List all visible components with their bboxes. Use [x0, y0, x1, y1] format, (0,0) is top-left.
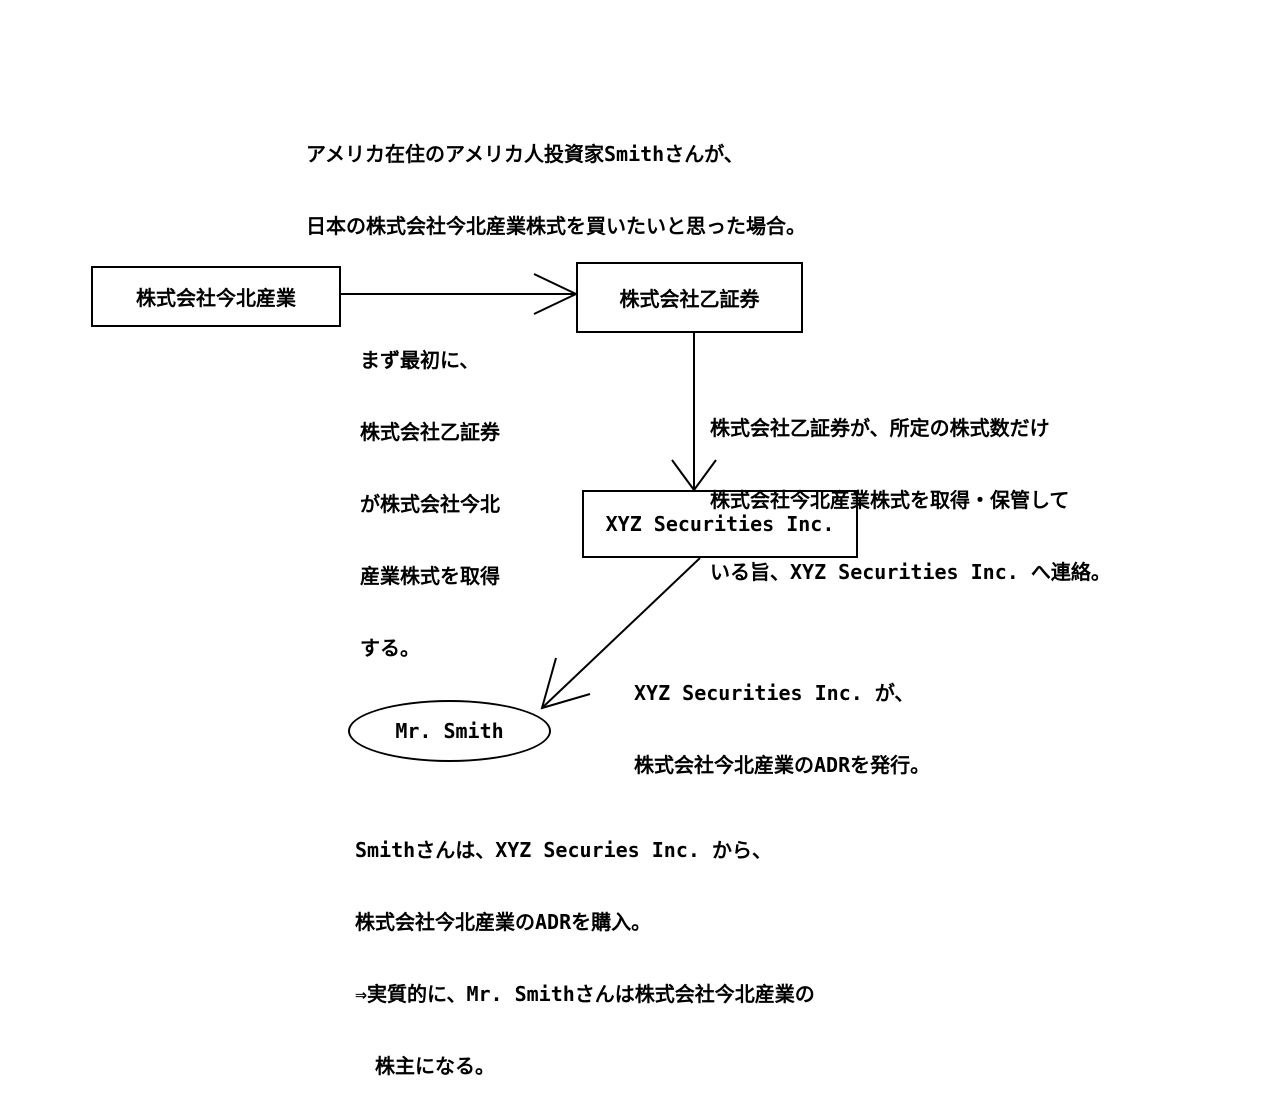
node-issuer-label: 株式会社今北産業: [136, 286, 296, 310]
node-issuer: 株式会社今北産業: [91, 266, 341, 327]
node-investor: Mr. Smith: [348, 700, 551, 762]
step3-line: XYZ Securities Inc. が、: [634, 681, 915, 705]
flow-arrows: [340, 273, 717, 710]
diagram-title: アメリカ在住のアメリカ人投資家Smithさんが、 日本の株式会社今北産業株式を買…: [306, 94, 806, 262]
step2-line: 株式会社今北産業株式を取得・保管して: [710, 488, 1070, 512]
conclusion-line: Smithさんは、XYZ Securies Inc. から、: [355, 838, 772, 862]
step1-line: が株式会社今北: [360, 492, 500, 516]
title-line: アメリカ在住のアメリカ人投資家Smithさんが、: [306, 142, 744, 166]
step1-line: まず最初に、: [360, 348, 480, 372]
arrow-depositary-to-investor: [541, 557, 701, 709]
step1-line: 産業株式を取得: [360, 564, 500, 588]
conclusion-line: 株主になる。: [355, 1054, 495, 1078]
conclusion-text: Smithさんは、XYZ Securies Inc. から、 株式会社今北産業の…: [355, 790, 815, 1102]
step2-line: いる旨、XYZ Securities Inc. へ連絡。: [710, 560, 1111, 584]
conclusion-line: 株式会社今北産業のADRを購入。: [355, 910, 652, 934]
node-investor-label: Mr. Smith: [395, 719, 504, 743]
node-depositary-label: XYZ Securities Inc.: [605, 512, 835, 536]
node-securities-firm-label: 株式会社乙証券: [619, 287, 760, 311]
step2-annotation: 株式会社乙証券が、所定の株式数だけ 株式会社今北産業株式を取得・保管して いる旨…: [710, 368, 1111, 608]
step1-line: 株式会社乙証券: [360, 420, 500, 444]
title-line: 日本の株式会社今北産業株式を買いたいと思った場合。: [306, 214, 806, 238]
node-depositary: XYZ Securities Inc.: [582, 490, 858, 558]
node-securities-firm: 株式会社乙証券: [576, 262, 803, 333]
step3-line: 株式会社今北産業のADRを発行。: [634, 753, 931, 777]
step1-line: する。: [360, 636, 420, 660]
step2-line: 株式会社乙証券が、所定の株式数だけ: [710, 416, 1050, 440]
conclusion-line: ⇒実質的に、Mr. Smithさんは株式会社今北産業の: [355, 982, 815, 1006]
step1-annotation: まず最初に、 株式会社乙証券 が株式会社今北 産業株式を取得 する。: [360, 300, 500, 684]
step3-annotation: XYZ Securities Inc. が、 株式会社今北産業のADRを発行。: [634, 633, 930, 801]
arrowhead-depositary-to-investor: [540, 657, 591, 710]
